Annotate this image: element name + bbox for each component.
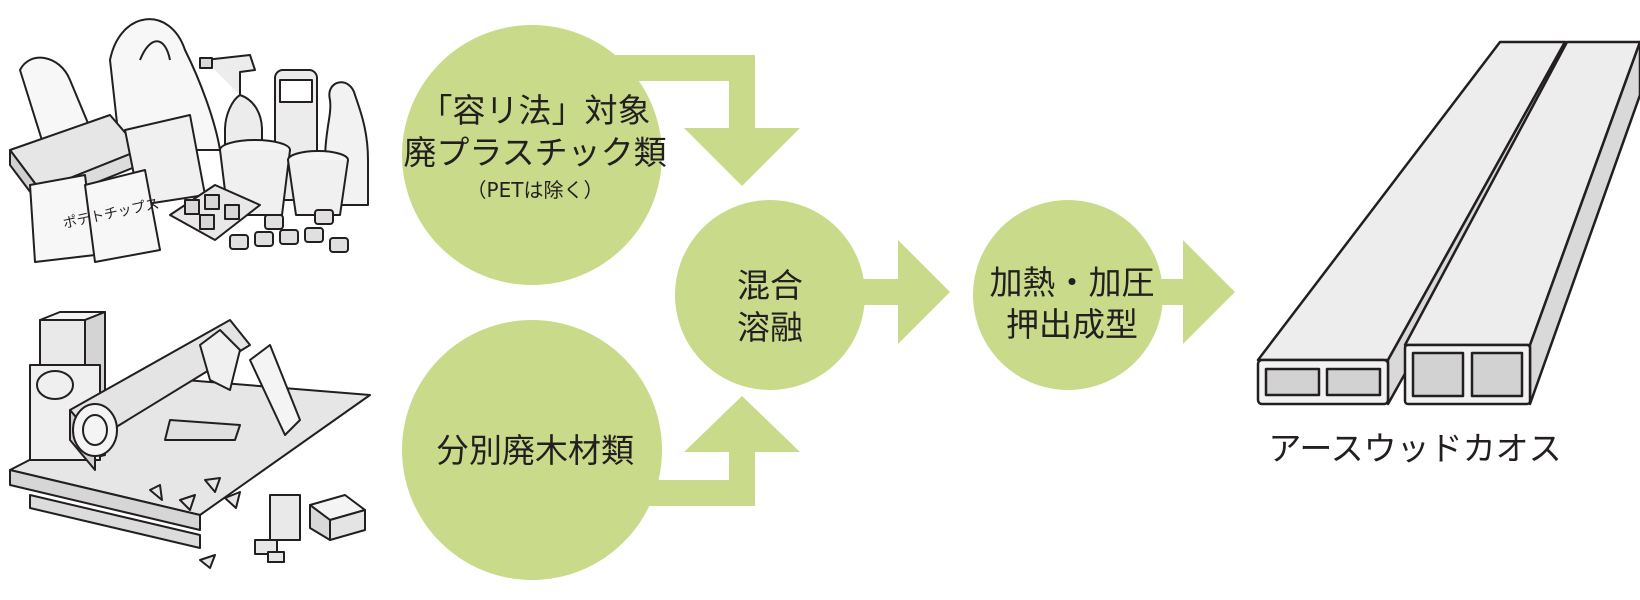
process-circle <box>973 200 1163 390</box>
product-label: アースウッドカオス <box>1268 429 1562 468</box>
wood-circle <box>402 320 662 580</box>
plastic-waste-illustration: ポテトチップス <box>9 18 369 263</box>
process-node-label: 加熱・加圧 押出成型 <box>972 262 1172 346</box>
plastic-label-line1: 「容リ法」対象 <box>419 91 651 130</box>
plastic-label-line2: 廃プラスチック類 <box>403 133 667 173</box>
plastic-label-note: （PETは除く） <box>466 178 604 203</box>
wood-label: 分別廃木材類 <box>436 431 634 470</box>
mix-label-line1: 混合 <box>737 266 803 305</box>
wood-waste-illustration <box>9 311 371 569</box>
plastic-circle <box>402 25 662 285</box>
mix-circle <box>675 200 865 390</box>
hollow-profile-board-illustration <box>1256 40 1640 406</box>
process-label-line1: 加熱・加圧 <box>989 263 1155 302</box>
process-label-line2: 押出成型 <box>1006 305 1138 345</box>
plastic-node-label: 「容リ法」対象 廃プラスチック類 （PETは除く） <box>400 90 670 206</box>
mix-label-line2: 溶融 <box>737 308 803 348</box>
mix-node-label: 混合 溶融 <box>680 265 860 349</box>
wood-node-label: 分別廃木材類 <box>400 430 670 472</box>
